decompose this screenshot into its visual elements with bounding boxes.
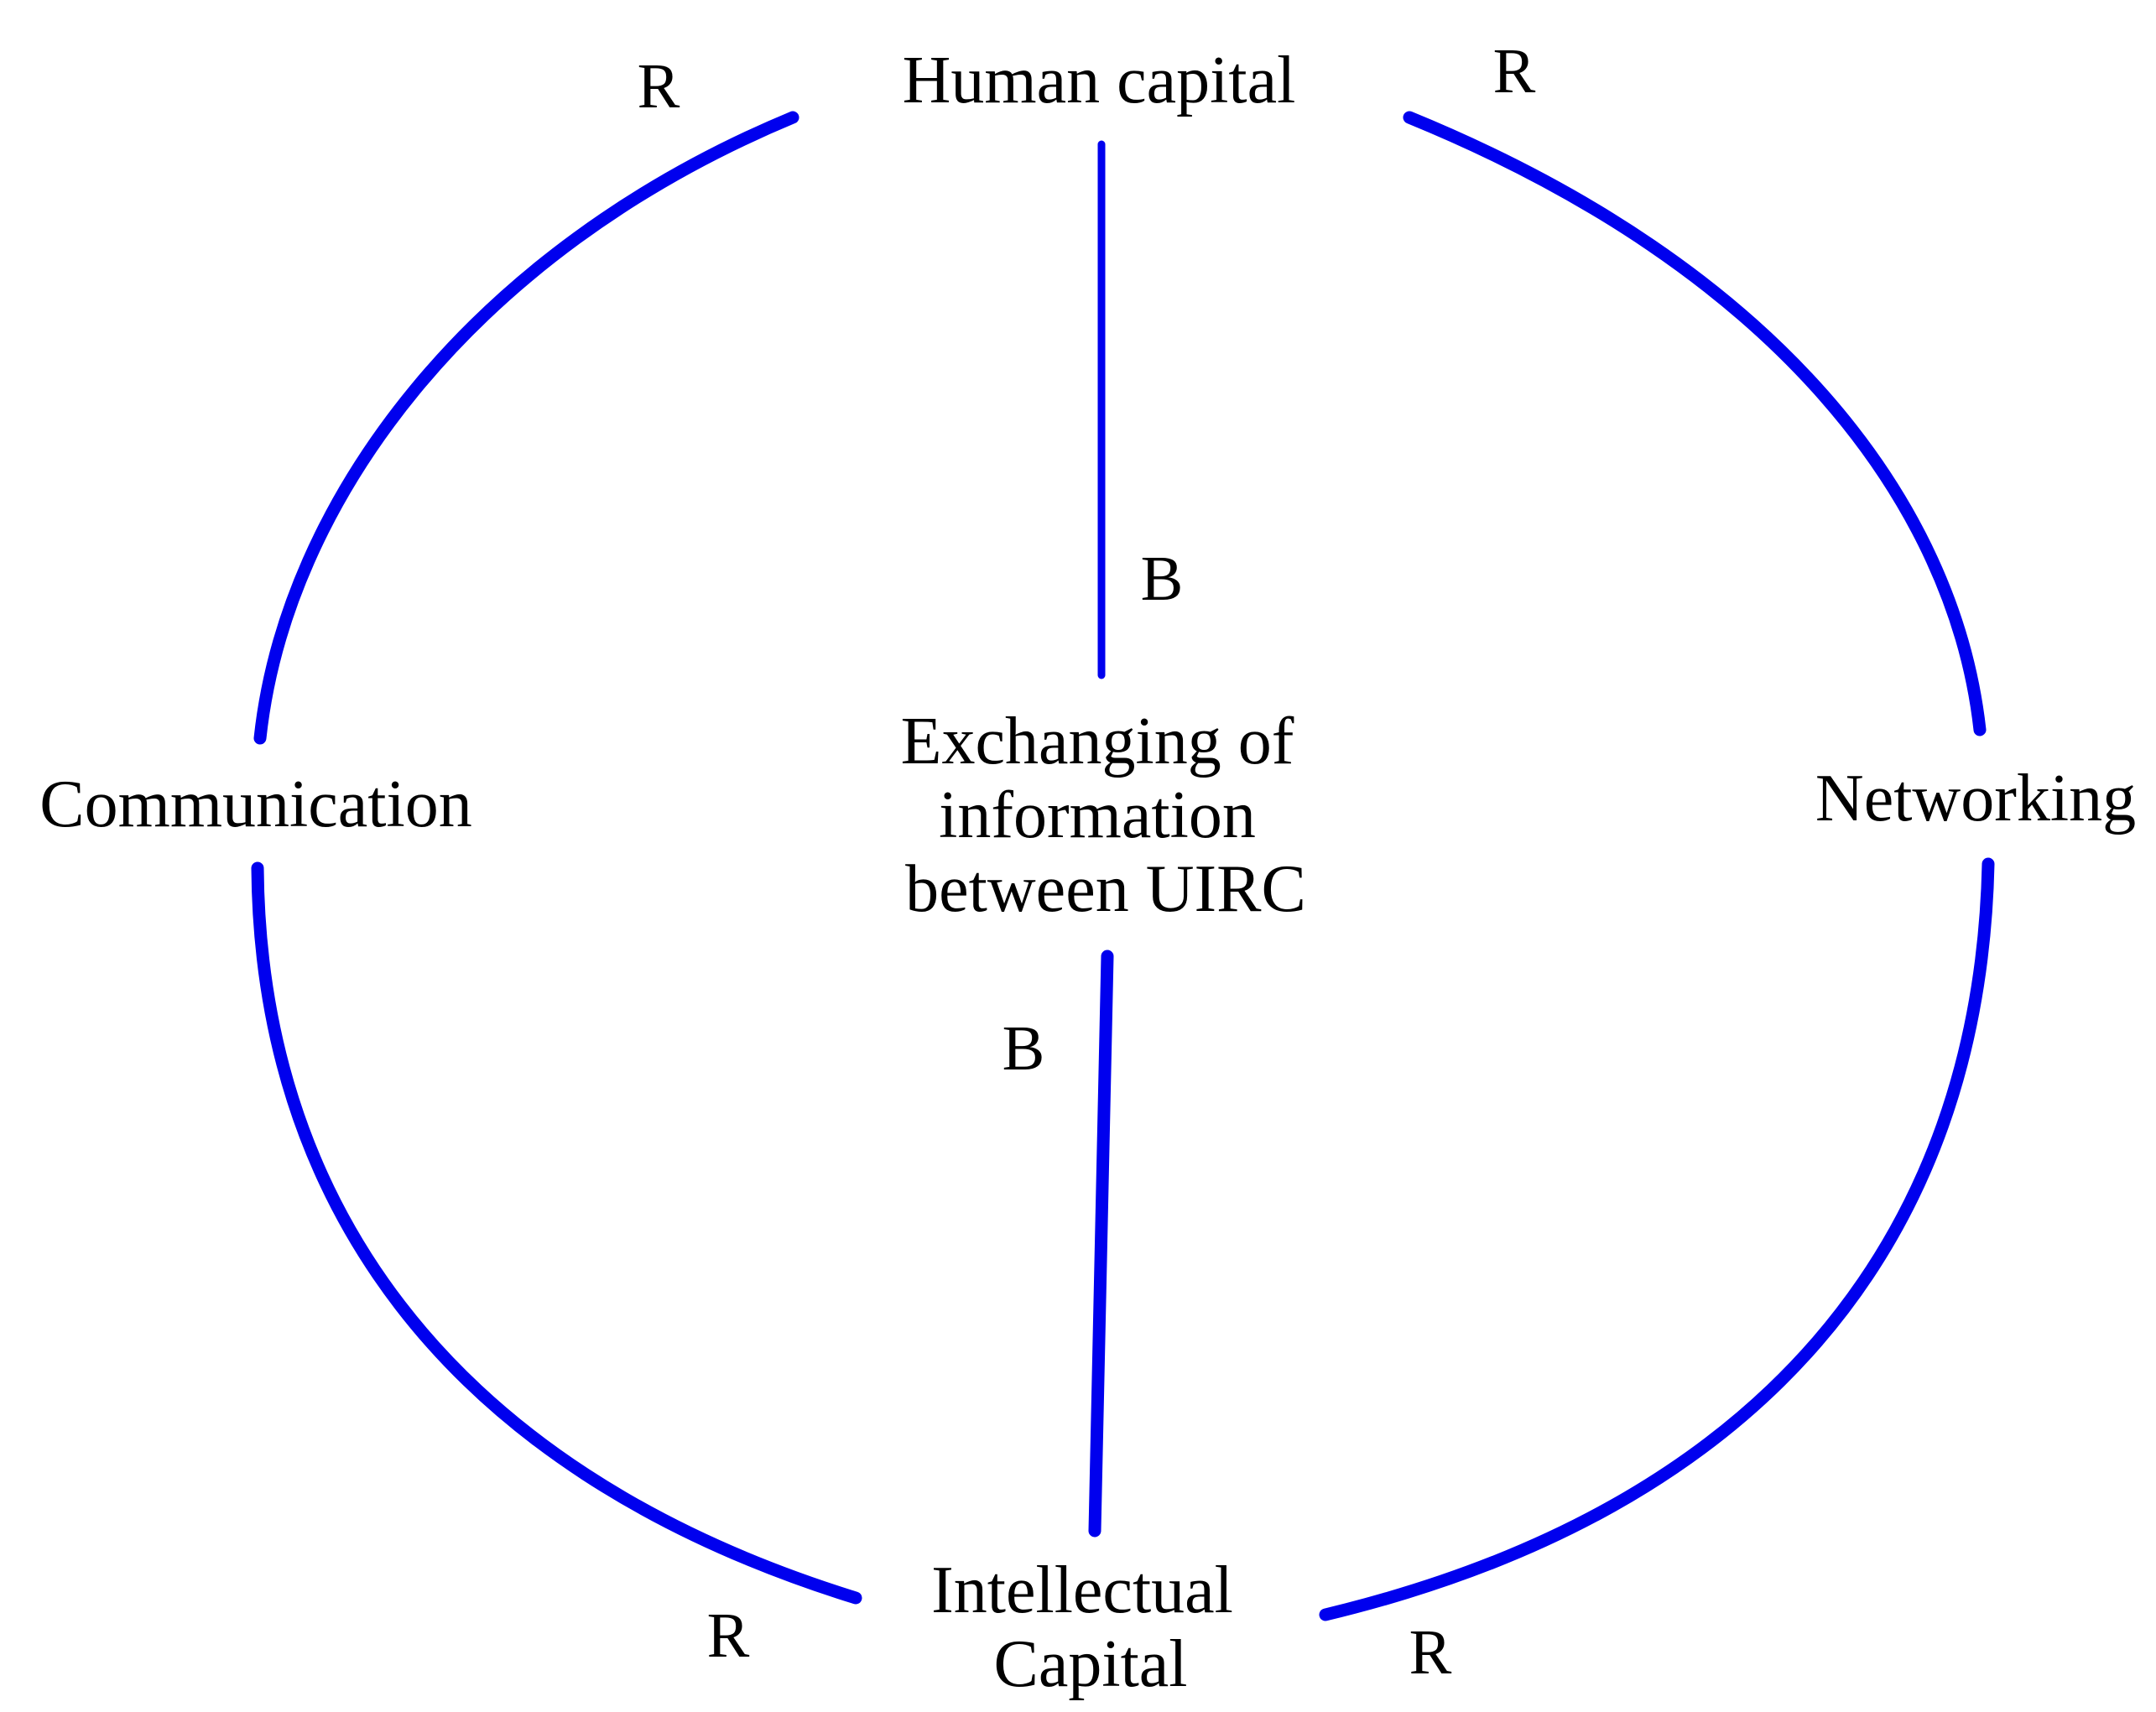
- link-intellectual-capital-to-exchanging: [1088, 950, 1114, 1538]
- node-exchanging-line-2: information: [939, 778, 1256, 852]
- polarity-label: B: [1002, 1013, 1045, 1084]
- node-human-capital: Human capital: [903, 44, 1296, 117]
- node-communication: Communication: [39, 768, 472, 841]
- link-networking-to-human-capital: [1403, 111, 1987, 736]
- link-communication-to-intellectual-capital: [251, 861, 862, 1605]
- node-exchanging-line-3: between UIRC: [905, 852, 1306, 926]
- node-exchanging-of-information: Exchanging of information between UIRC: [901, 705, 1311, 926]
- polarity-label: R: [638, 51, 680, 122]
- link-communication-to-human-capital: [253, 111, 799, 745]
- node-intellectual-capital: Intellectual Capital: [931, 1553, 1250, 1701]
- node-intellectual-line-1: Intellectual: [931, 1553, 1233, 1627]
- node-exchanging-line-1: Exchanging of: [901, 705, 1294, 778]
- polarity-label: B: [1141, 544, 1184, 614]
- polarity-label: R: [707, 1600, 750, 1671]
- link-networking-to-intellectual-capital: [1319, 857, 1995, 1621]
- polarity-label: R: [1493, 36, 1536, 107]
- node-intellectual-line-2: Capital: [993, 1627, 1187, 1701]
- polarity-label: R: [1409, 1617, 1452, 1688]
- node-networking: Networking: [1815, 762, 2136, 835]
